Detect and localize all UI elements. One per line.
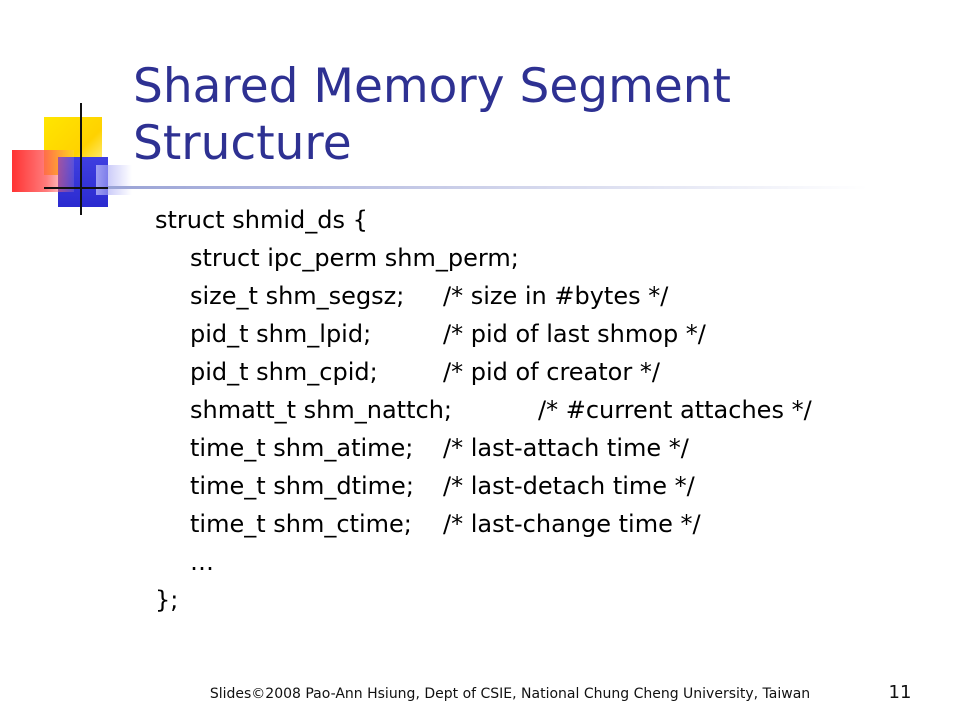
- code-text: time_t shm_ctime;: [190, 510, 412, 538]
- code-comment: /* last-change time */: [443, 510, 701, 538]
- code-comment: /* last-detach time */: [443, 472, 695, 500]
- code-comment: /* pid of last shmop */: [443, 320, 706, 348]
- code-block: struct shmid_ds { struct ipc_perm shm_pe…: [155, 201, 812, 619]
- code-line: time_t shm_ctime; /* last-change time */: [155, 505, 701, 543]
- code-text: time_t shm_atime;: [190, 434, 414, 462]
- code-line: struct ipc_perm shm_perm;: [155, 239, 519, 277]
- code-line: size_t shm_segsz; /* size in #bytes */: [155, 277, 668, 315]
- code-text: time_t shm_dtime;: [190, 472, 414, 500]
- vertical-line: [80, 103, 82, 215]
- horizontal-line: [44, 187, 134, 189]
- red-square: [12, 150, 74, 192]
- code-line: pid_t shm_lpid; /* pid of last shmop */: [155, 315, 706, 353]
- code-text: };: [155, 586, 179, 614]
- fade-square: [96, 165, 132, 195]
- code-line: time_t shm_atime; /* last-attach time */: [155, 429, 689, 467]
- code-text: shmatt_t shm_nattch;: [190, 396, 452, 424]
- page-number: 11: [888, 682, 912, 703]
- code-text: pid_t shm_cpid;: [190, 358, 378, 386]
- code-text: struct ipc_perm shm_perm;: [190, 244, 519, 272]
- code-text: …: [190, 548, 214, 576]
- title-divider: [108, 186, 868, 189]
- code-line: pid_t shm_cpid; /* pid of creator */: [155, 353, 660, 391]
- code-text: struct shmid_ds {: [155, 206, 368, 234]
- code-line: shmatt_t shm_nattch; /* #current attache…: [155, 391, 812, 429]
- code-comment: /* pid of creator */: [443, 358, 660, 386]
- code-line: time_t shm_dtime; /* last-detach time */: [155, 467, 695, 505]
- code-comment: /* #current attaches */: [538, 396, 812, 424]
- decorative-squares-logo: [0, 95, 135, 220]
- slide-title: Shared Memory Segment Structure: [133, 59, 731, 171]
- code-text: size_t shm_segsz;: [190, 282, 405, 310]
- slide-footer: Slides©2008 Pao-Ann Hsiung, Dept of CSIE…: [209, 686, 811, 702]
- code-comment: /* size in #bytes */: [443, 282, 669, 310]
- code-comment: /* last-attach time */: [443, 434, 689, 462]
- code-text: pid_t shm_lpid;: [190, 320, 372, 348]
- code-line: …: [155, 543, 519, 581]
- code-line: struct shmid_ds {: [155, 201, 519, 239]
- code-line: };: [155, 581, 519, 619]
